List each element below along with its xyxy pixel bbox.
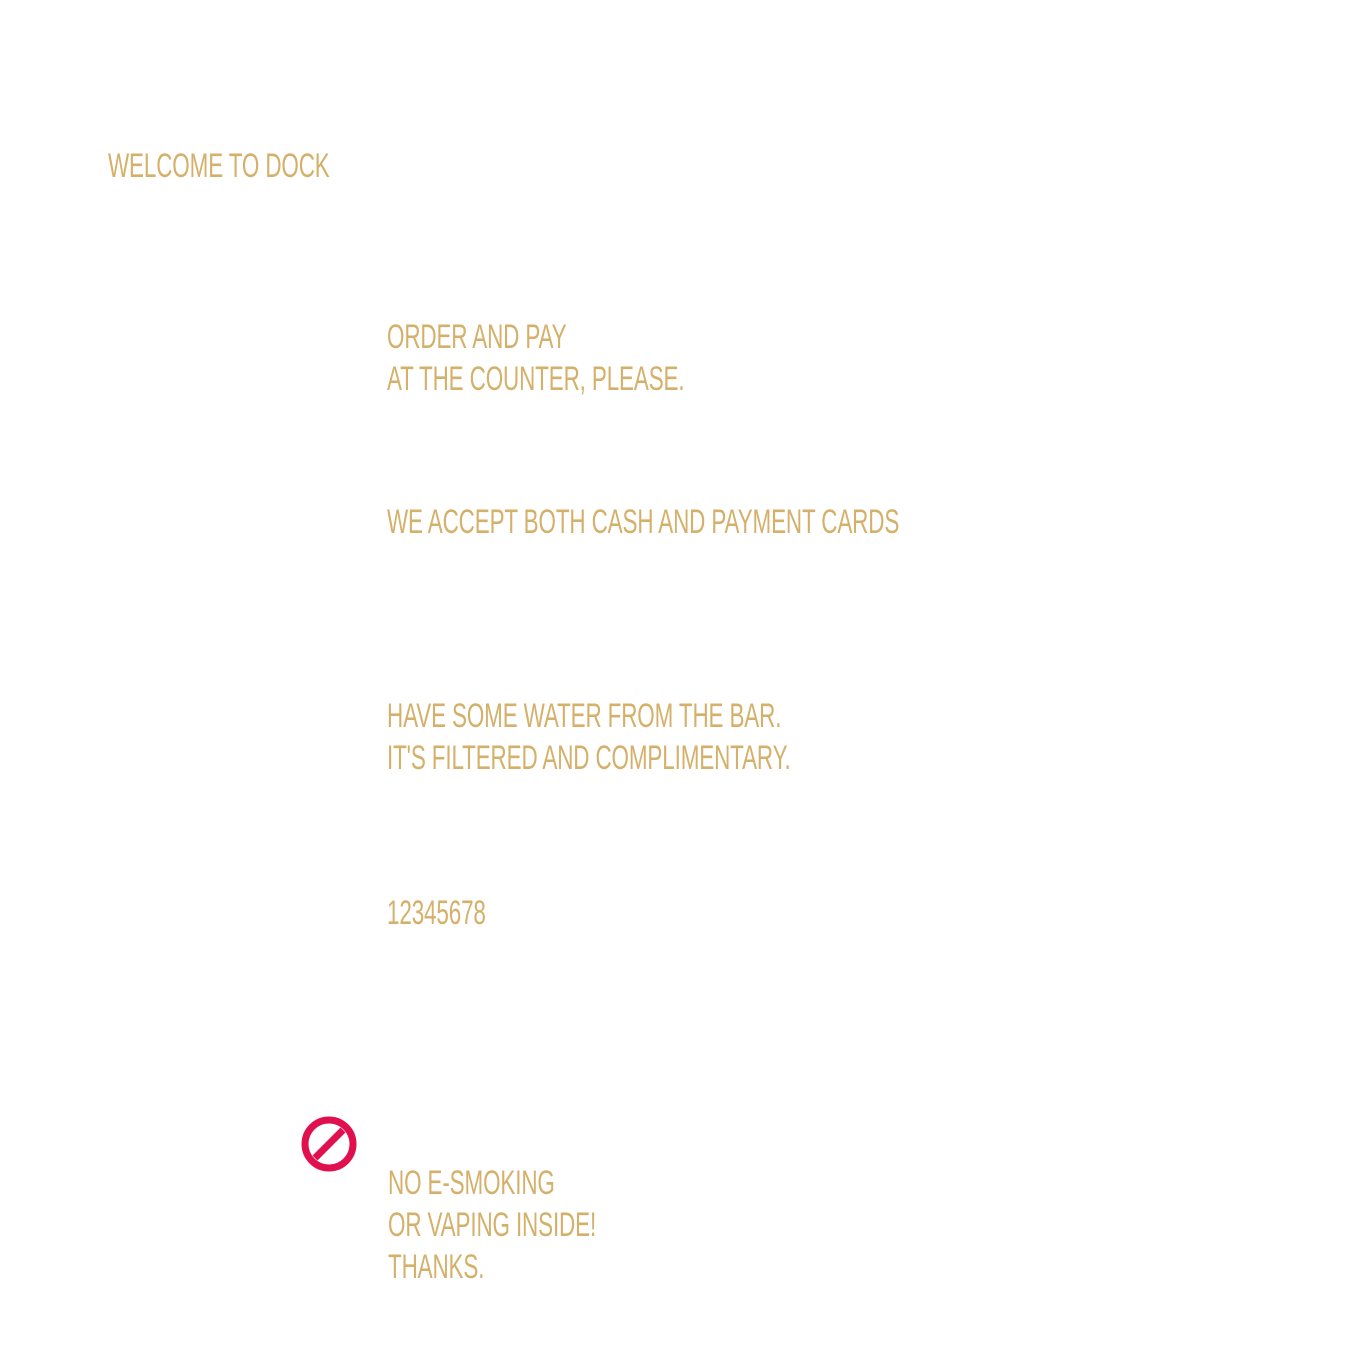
welcome-heading: WELCOME TO DOCK (108, 147, 330, 185)
no-vaping-line-2: OR VAPING INSIDE! (388, 1206, 597, 1244)
order-notice: ORDER AND PAY AT THE COUNTER, PLEASE. (387, 316, 685, 400)
no-vaping-line-3: THANKS. (388, 1248, 485, 1286)
payment-notice: WE ACCEPT BOTH CASH AND PAYMENT CARDS (387, 503, 900, 541)
water-notice: HAVE SOME WATER FROM THE BAR. IT'S FILTE… (387, 695, 791, 779)
no-vaping-notice: NO E-SMOKING OR VAPING INSIDE! THANKS. (388, 1162, 596, 1288)
water-notice-line-2: IT'S FILTERED AND COMPLIMENTARY. (387, 739, 791, 777)
water-notice-line-1: HAVE SOME WATER FROM THE BAR. (387, 697, 782, 735)
no-vaping-line-1: NO E-SMOKING (388, 1164, 555, 1202)
number-label: 12345678 (387, 894, 486, 932)
no-sign-icon (301, 1116, 357, 1172)
order-notice-line-1: ORDER AND PAY (387, 318, 567, 356)
order-notice-line-2: AT THE COUNTER, PLEASE. (387, 360, 685, 398)
